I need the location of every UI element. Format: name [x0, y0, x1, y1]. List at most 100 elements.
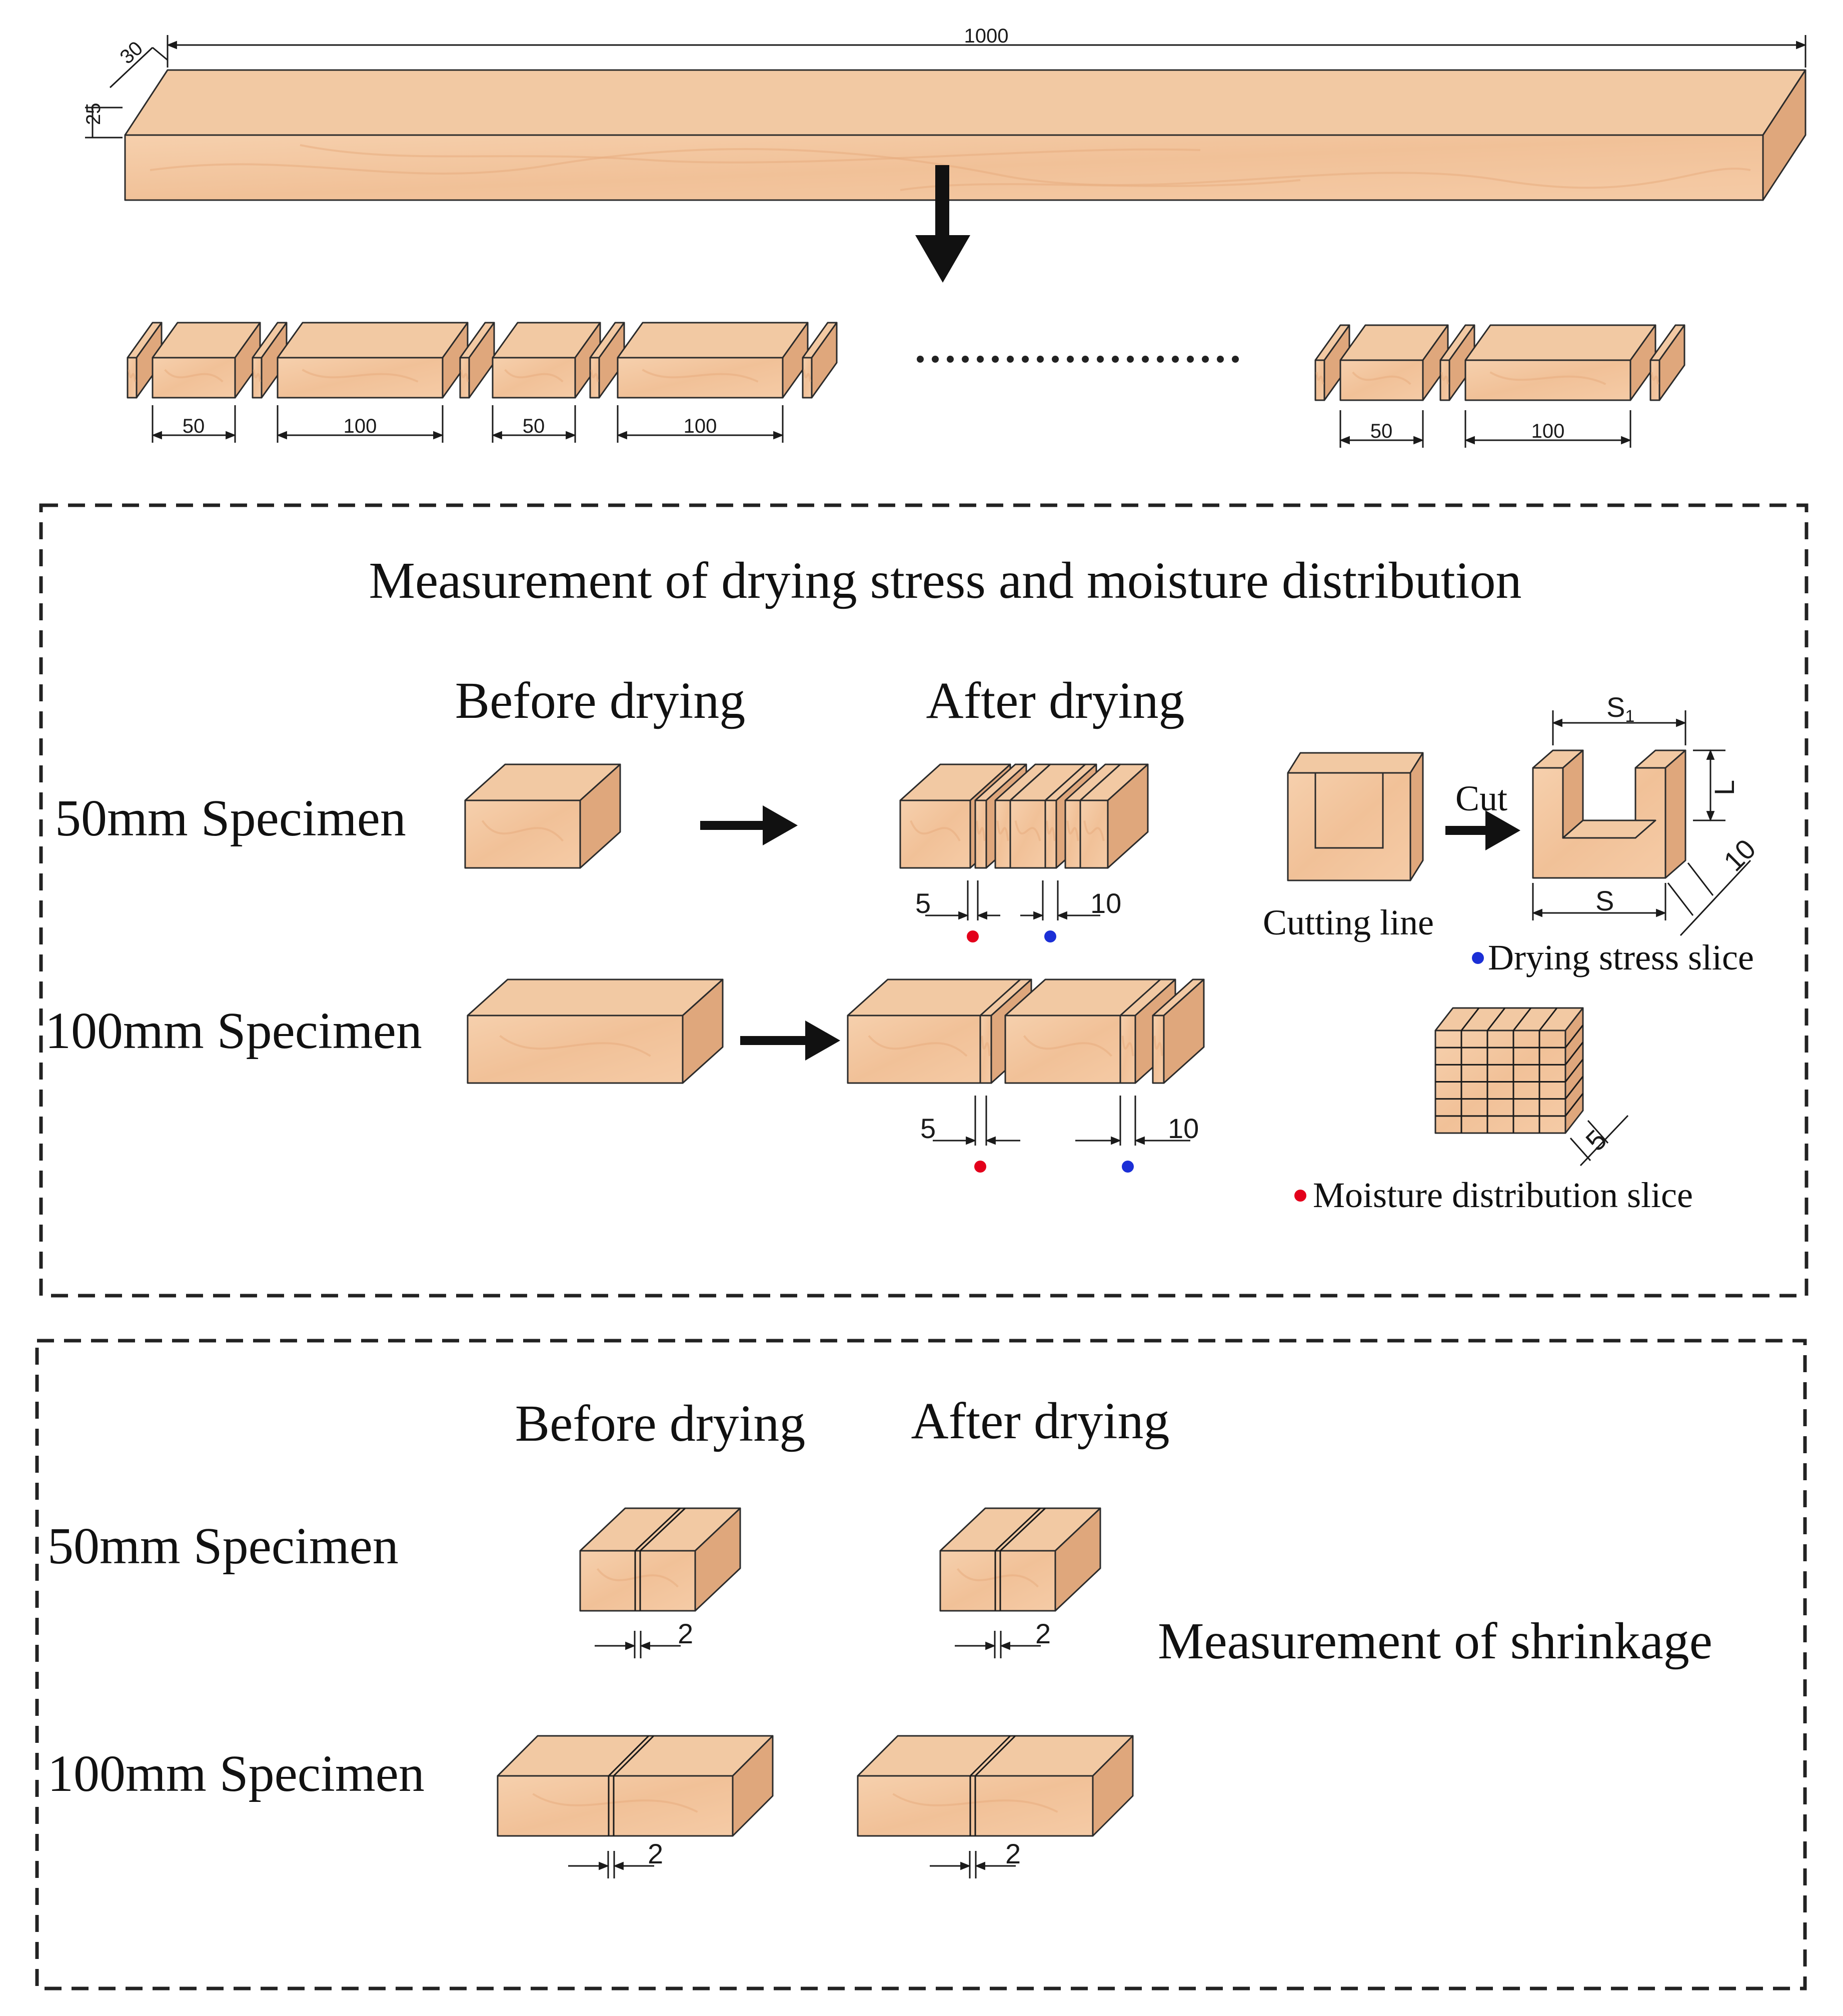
legend-blue-dot: [1472, 952, 1484, 964]
dim-100-c: 100: [1531, 420, 1565, 442]
stress-after-drying-label: After drying: [926, 672, 1185, 729]
ellipsis-dot: [917, 356, 924, 363]
specimen-100mm-a: [277, 322, 469, 399]
ellipsis-dot: [1217, 356, 1224, 363]
stress-100-dim-5: 5: [920, 1113, 936, 1144]
stress-100-red-marker: [974, 1161, 986, 1173]
ellipsis-dot: [1007, 356, 1014, 363]
ellipsis-dot: [1067, 356, 1074, 363]
stress-before-drying-label: Before drying: [455, 672, 745, 729]
stress-row-50mm-label: 50mm Specimen: [55, 789, 406, 847]
shrinkage-section-drawings: [497, 1507, 1134, 1878]
down-arrow-icon: [915, 165, 970, 283]
ellipsis-dot: [1142, 356, 1149, 363]
stress-section-drawings: [464, 710, 1751, 1167]
wood-slice: [1439, 324, 1475, 401]
ellipsis-dot: [1202, 356, 1209, 363]
stress-50-dim-10: 10: [1090, 887, 1121, 919]
dim-100-b: 100: [684, 415, 717, 437]
shrink-100-before-dim-2: 2: [648, 1838, 663, 1869]
cutting-line-label: Cutting line: [1263, 902, 1434, 942]
shrink-50-before-dim-2: 2: [678, 1618, 693, 1649]
ellipsis-dot: [1172, 356, 1179, 363]
shrink-before-drying-label: Before drying: [515, 1395, 805, 1452]
wood-slice: [1649, 324, 1685, 401]
ellipsis-dot: [1232, 356, 1239, 363]
cut-arrow-icon: [1445, 810, 1520, 850]
specimen-50mm-b: [492, 322, 601, 399]
stress-moisture-section-title: Measurement of drying stress and moistur…: [369, 552, 1522, 609]
gap-dimension: [955, 1631, 1041, 1658]
ellipsis-dot: [1157, 356, 1164, 363]
shrinkage-section-border: [35, 1339, 1807, 1990]
stress-100-dim-10: 10: [1168, 1113, 1199, 1144]
stress-50-red-marker: [967, 930, 979, 942]
cutting-line-block: [1287, 752, 1424, 881]
before-100mm-block: [467, 978, 724, 1084]
l-label: L: [1708, 780, 1740, 795]
specimen-50mm-a: [152, 322, 261, 399]
moisture-grid-cube: [1434, 1007, 1629, 1167]
shrink-after-drying-label: After drying: [911, 1392, 1170, 1450]
ellipsis-dot: [1112, 356, 1119, 363]
shrink-50-after-dim-2: 2: [1035, 1618, 1051, 1649]
specimen-100mm-b: [617, 322, 809, 399]
stress-50-blue-marker: [1044, 930, 1056, 942]
shrink-50-before-block: [579, 1507, 741, 1612]
slice-thickness-10-label: 10: [1717, 833, 1762, 877]
legend-red-dot: [1294, 1190, 1306, 1202]
ellipsis-dot: [1127, 356, 1134, 363]
board-thickness-label: 25: [83, 103, 105, 126]
shrink-row-100mm-label: 100mm Specimen: [48, 1745, 425, 1802]
legend-moisture: Moisture distribution slice: [1313, 1175, 1693, 1215]
s1-label: S1: [1606, 691, 1634, 726]
gap-dimension: [595, 1631, 681, 1658]
ellipsis-dot: [1052, 356, 1059, 363]
ellipsis-dot: [977, 356, 984, 363]
shrink-row-50mm-label: 50mm Specimen: [48, 1517, 399, 1575]
dimension-line: [276, 405, 444, 443]
legend-drying-stress: Drying stress slice: [1488, 937, 1754, 977]
drying-stress-u-slice: [1531, 710, 1751, 936]
dimension-line: [1339, 410, 1424, 448]
dim-50-a: 50: [183, 415, 205, 437]
board-length-dimension: 1000: [166, 25, 1807, 68]
after-100mm-part-1: [847, 978, 1029, 1084]
shrink-100-before-block: [497, 1735, 774, 1837]
ellipsis-dot: [1187, 356, 1194, 363]
stress-100-blue-marker: [1122, 1161, 1134, 1173]
shrink-50-after-block: [939, 1507, 1101, 1612]
shrinkage-section-title: Measurement of shrinkage: [1158, 1612, 1712, 1670]
dim-50-b: 50: [523, 415, 545, 437]
board-length-label: 1000: [964, 25, 1009, 47]
arrow-50mm-icon: [700, 805, 798, 845]
wood-slice: [1152, 978, 1205, 1084]
stress-row-100mm-label: 100mm Specimen: [45, 1002, 422, 1060]
ellipsis-dot: [1022, 356, 1029, 363]
dimension-line: [151, 405, 237, 443]
dim-100-a: 100: [344, 415, 377, 437]
gap-dimension: [568, 1851, 654, 1878]
arrow-100mm-icon: [740, 1021, 840, 1061]
dim-50-c: 50: [1370, 420, 1393, 442]
gap-dimension: [930, 1851, 1016, 1878]
before-50mm-block: [464, 763, 621, 869]
dimension-line: [1464, 410, 1632, 448]
ellipsis-dot: [1037, 356, 1044, 363]
ellipsis-dot: [947, 356, 954, 363]
ellipsis-dot: [932, 356, 939, 363]
specimen-50mm-c: [1339, 324, 1449, 401]
cube-5-label: 5: [1579, 1124, 1613, 1157]
shrink-100-after-block: [857, 1735, 1134, 1837]
stress-moisture-section-border: [39, 503, 1808, 1298]
board-thickness-dimension: 25: [83, 103, 123, 139]
ellipsis-dot: [992, 356, 999, 363]
s-label: S: [1595, 885, 1614, 916]
cut-label: Cut: [1455, 778, 1507, 818]
board-width-label: 30: [116, 37, 148, 68]
cut-specimens-row: 50 100 50 100 50 100: [127, 322, 1685, 448]
after-50mm-part-3: [1079, 763, 1149, 869]
board-width-dimension: 30: [109, 37, 168, 89]
dimension-line: [616, 405, 784, 443]
